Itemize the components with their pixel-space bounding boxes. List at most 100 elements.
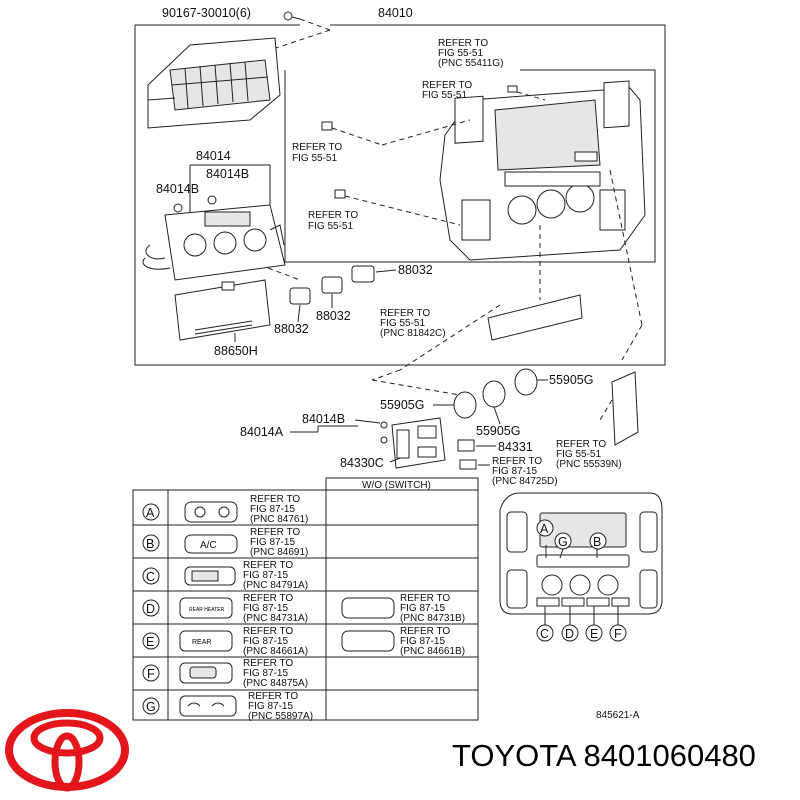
table-row: D REAR HEATER REFER TO FIG 87-15 (PNC 84… (142, 593, 465, 624)
svg-text:FIG 55-51: FIG 55-51 (422, 90, 467, 101)
svg-text:FIG 87-15: FIG 87-15 (243, 603, 288, 614)
svg-text:(PNC 84731A): (PNC 84731A) (243, 613, 308, 624)
screw-icon (207, 195, 217, 205)
screw-icon (380, 421, 388, 429)
table-row: B A/C REFER TO FIG 87-15 (PNC 84691) (142, 527, 308, 558)
svg-text:FIG 55-51: FIG 55-51 (556, 449, 601, 460)
svg-text:REFER TO: REFER TO (556, 439, 606, 450)
part-88650h-label: 88650H (214, 344, 258, 358)
part-84014b-left-label: 84014B (156, 182, 199, 196)
svg-text:REFER TO: REFER TO (492, 456, 542, 467)
ref-55411g: REFER TO FIG 55-51 (PNC 55411G) (438, 38, 503, 69)
svg-text:REFER TO: REFER TO (292, 142, 342, 153)
toyota-logo-icon (5, 709, 129, 792)
part-84330c-label: 84330C (340, 456, 384, 470)
svg-text:(PNC 84691): (PNC 84691) (250, 547, 308, 558)
svg-text:(PNC 84661B): (PNC 84661B) (400, 646, 465, 657)
part-84010-label: 84010 (378, 6, 413, 20)
part-55905g-mid-label: 55905G (476, 424, 520, 438)
ref-55-51-c: REFER TO FIG 55-51 (308, 210, 358, 232)
ref-84725d: REFER TO FIG 87-15 (PNC 84725D) (492, 456, 558, 487)
part-55905g-left-label: 55905G (380, 398, 424, 412)
svg-text:REFER TO: REFER TO (422, 80, 472, 91)
brand-caption: TOYOTA 8401060480 (452, 738, 756, 774)
part-55905g-top-label: 55905G (549, 373, 593, 387)
svg-text:B: B (146, 537, 154, 551)
ref-55-51-a: REFER TO FIG 55-51 (422, 80, 472, 101)
svg-text:FIG 87-15: FIG 87-15 (250, 504, 295, 515)
svg-text:FIG 87-15: FIG 87-15 (400, 603, 445, 614)
svg-text:(PNC 84875A): (PNC 84875A) (243, 678, 308, 689)
blank-cover-icon (341, 630, 395, 652)
side-vent (611, 371, 639, 446)
svg-text:REAR: REAR (192, 639, 211, 646)
figure-code: 845621-A (596, 710, 640, 721)
part-84014-label: 84014 (196, 149, 231, 163)
svg-text:FIG 87-15: FIG 87-15 (400, 636, 445, 647)
svg-text:FIG 55-51: FIG 55-51 (308, 221, 353, 232)
svg-text:(PNC 84791A): (PNC 84791A) (243, 580, 308, 591)
bolt-icon (283, 11, 301, 21)
svg-text:B: B (593, 535, 601, 549)
brand-name: TOYOTA (452, 738, 575, 773)
svg-text:(PNC 84725D): (PNC 84725D) (492, 476, 558, 487)
ref-81842c: REFER TO FIG 55-51 (PNC 81842C) (380, 308, 446, 339)
part-88032-mid-label: 88032 (316, 309, 351, 323)
svg-text:FIG 55-51: FIG 55-51 (438, 48, 483, 59)
svg-text:G: G (558, 535, 568, 549)
part-84014b-top-label: 84014B (206, 167, 249, 181)
svg-text:REFER TO: REFER TO (243, 560, 293, 571)
svg-text:REFER TO: REFER TO (400, 626, 450, 637)
svg-text:FIG 55-51: FIG 55-51 (292, 153, 337, 164)
part-number: 8401060480 (583, 738, 756, 773)
svg-text:FIG 87-15: FIG 87-15 (243, 570, 288, 581)
svg-text:FIG 87-15: FIG 87-15 (250, 537, 295, 548)
svg-text:REFER TO: REFER TO (308, 210, 358, 221)
legend-callouts: A G B C D E F (536, 519, 627, 642)
svg-text:D: D (565, 627, 574, 641)
ref-55539n: REFER TO FIG 55-51 (PNC 55539N) (556, 439, 622, 470)
heater-control-housing (147, 37, 281, 129)
table-row: C REFER TO FIG 87-15 (PNC 84791A) (142, 560, 308, 591)
table-row: E REAR REFER TO FIG 87-15 (PNC 84661A) R… (142, 626, 465, 657)
circuit-board (174, 279, 271, 341)
svg-text:REFER TO: REFER TO (438, 38, 488, 49)
svg-text:REFER TO: REFER TO (243, 593, 293, 604)
blank-cover-icon (341, 597, 395, 619)
part-84014a-label: 84014A (240, 425, 284, 439)
svg-text:C: C (540, 627, 549, 641)
svg-text:(PNC 55411G): (PNC 55411G) (438, 58, 503, 69)
svg-text:FIG 55-51: FIG 55-51 (380, 318, 425, 329)
rear-heater-switch-icon (179, 597, 233, 619)
main-assembly-frame (134, 24, 666, 366)
small-switch-icon (459, 459, 477, 470)
svg-text:A: A (146, 506, 155, 520)
svg-text:(PNC 84731B): (PNC 84731B) (400, 613, 465, 624)
svg-text:REAR HEATER: REAR HEATER (189, 607, 225, 613)
svg-text:REFER TO: REFER TO (380, 308, 430, 319)
svg-text:FIG 87-15: FIG 87-15 (243, 668, 288, 679)
rear-switch-icon (179, 630, 233, 652)
bulb-socket-icon (289, 265, 375, 305)
small-switch-icon (457, 439, 475, 452)
svg-text:REFER TO: REFER TO (400, 593, 450, 604)
svg-text:C: C (146, 570, 155, 584)
svg-text:E: E (146, 635, 154, 649)
part-88032-right-label: 88032 (398, 263, 433, 277)
knob-icon (453, 368, 538, 419)
svg-text:(PNC 55539N): (PNC 55539N) (556, 459, 622, 470)
svg-text:(PNC 84661A): (PNC 84661A) (243, 646, 308, 657)
table-row: F REFER TO FIG 87-15 (PNC 84875A) (142, 658, 308, 689)
legend-panel-drawing (499, 492, 663, 625)
air-mode-switch-icon (179, 695, 237, 717)
svg-text:REFER TO: REFER TO (243, 658, 293, 669)
svg-text:A/C: A/C (200, 540, 217, 551)
screw-icon (173, 203, 183, 213)
svg-text:FIG 87-15: FIG 87-15 (243, 636, 288, 647)
svg-text:REFER TO: REFER TO (243, 626, 293, 637)
svg-text:REFER TO: REFER TO (250, 494, 300, 505)
screw-icon (380, 436, 388, 444)
table-col-header: W/O (SWITCH) (362, 480, 431, 491)
dash-bezel (439, 80, 646, 261)
